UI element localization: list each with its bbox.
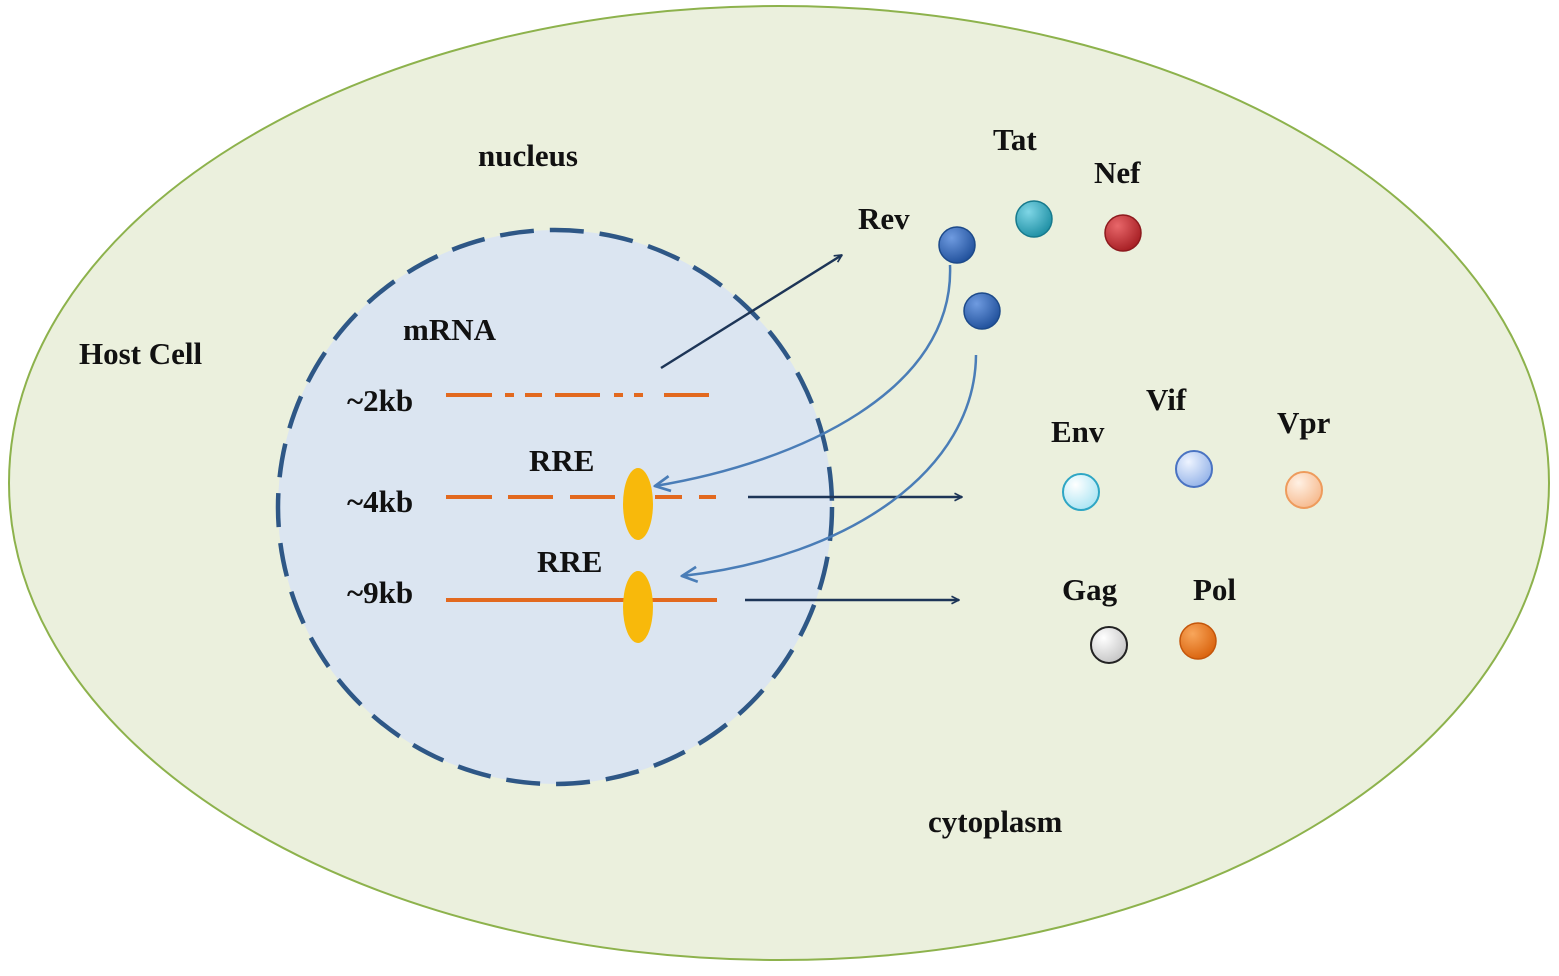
pol-label: Pol bbox=[1193, 572, 1236, 607]
rre-element-9kb bbox=[623, 571, 653, 643]
rev-protein-1 bbox=[938, 226, 976, 264]
export-arrow-2kb bbox=[660, 253, 842, 370]
cytoplasm-label: cytoplasm bbox=[928, 804, 1063, 839]
pol-protein bbox=[1179, 622, 1217, 660]
rev-protein-2 bbox=[963, 292, 1001, 330]
gag-label: Gag bbox=[1062, 572, 1118, 607]
transcript-4kb-label: ~4kb bbox=[347, 484, 413, 519]
vif-label: Vif bbox=[1146, 382, 1187, 417]
vpr-protein bbox=[1285, 471, 1323, 509]
host-cell-label: Host Cell bbox=[79, 336, 203, 371]
tat-label: Tat bbox=[993, 122, 1037, 157]
rre-label-9kb: RRE bbox=[537, 544, 602, 579]
nef-protein bbox=[1104, 214, 1142, 252]
nucleus-label: nucleus bbox=[478, 138, 578, 173]
vpr-label: Vpr bbox=[1277, 405, 1331, 440]
rev-label: Rev bbox=[858, 201, 910, 236]
rre-label-4kb: RRE bbox=[529, 443, 594, 478]
env-label: Env bbox=[1051, 414, 1105, 449]
rev-import-arrow-9kb bbox=[682, 354, 978, 576]
gag-protein bbox=[1090, 626, 1128, 664]
mrna-label: mRNA bbox=[403, 312, 497, 347]
transcript-2kb-label: ~2kb bbox=[347, 383, 413, 418]
nucleus-envelope bbox=[275, 227, 835, 787]
vif-protein bbox=[1175, 450, 1213, 488]
rev-import-arrow-4kb bbox=[655, 264, 952, 486]
nef-label: Nef bbox=[1094, 155, 1141, 190]
env-protein bbox=[1062, 473, 1100, 511]
transcript-9kb-label: ~9kb bbox=[347, 575, 413, 610]
tat-protein bbox=[1015, 200, 1053, 238]
rre-element-4kb bbox=[623, 468, 653, 540]
